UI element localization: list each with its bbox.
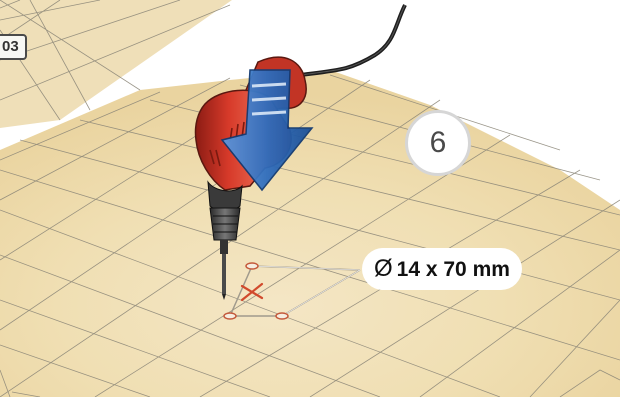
step-number-circle: 6: [405, 110, 471, 176]
step-badge: 03: [0, 34, 27, 60]
step-number: 6: [430, 126, 447, 160]
dimension-text: 14 x 70 mm: [397, 259, 510, 280]
dimension-label: Ø 14 x 70 mm: [362, 248, 522, 290]
diameter-symbol: Ø: [374, 257, 393, 281]
step-badge-label: 03: [2, 38, 19, 55]
drill-cord: [300, 5, 405, 75]
